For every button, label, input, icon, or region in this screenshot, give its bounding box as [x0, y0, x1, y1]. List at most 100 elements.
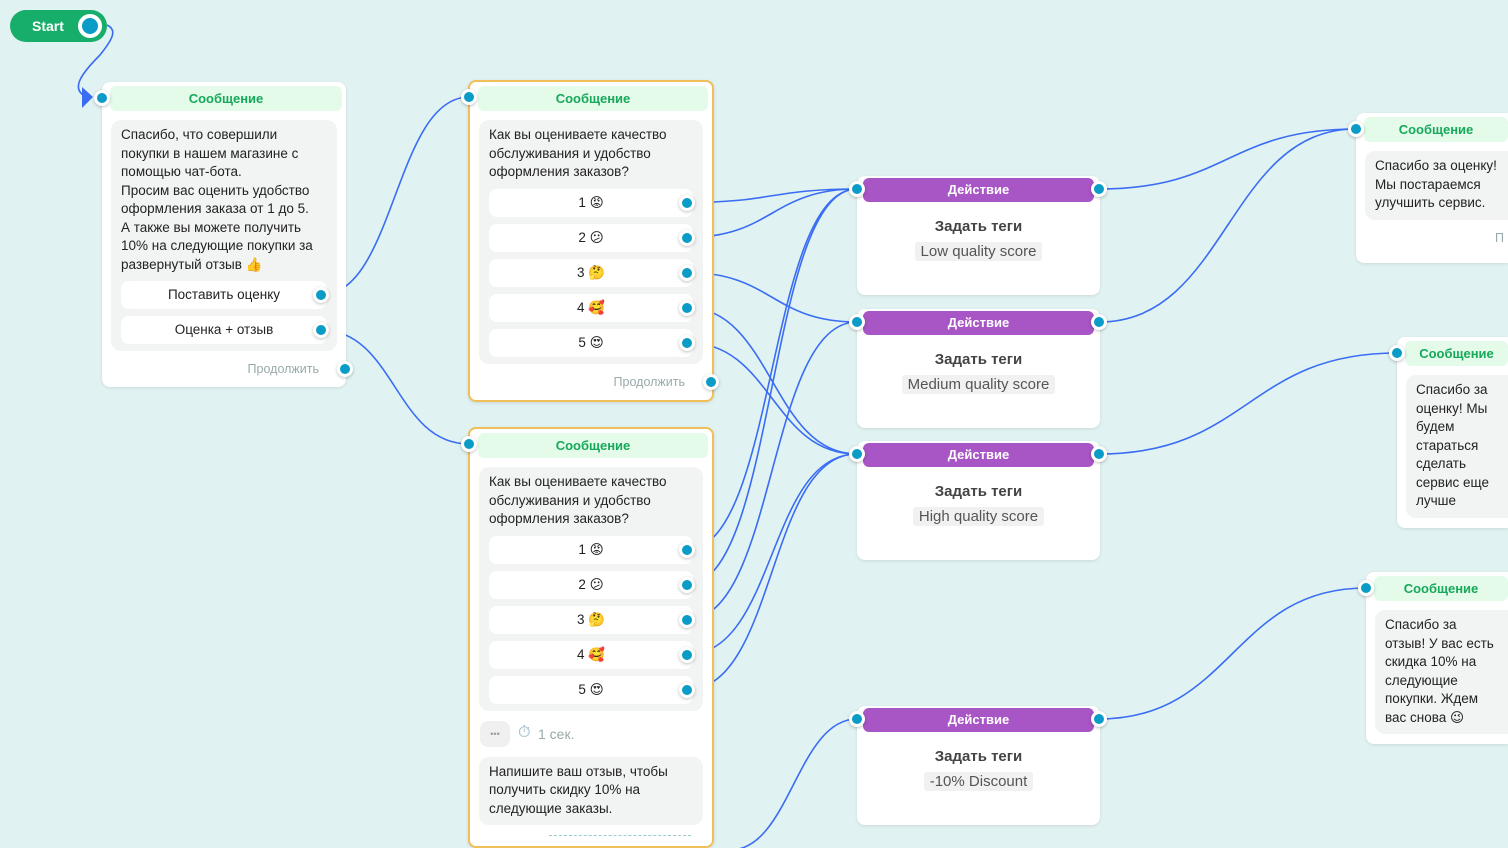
output-connector[interactable]	[679, 576, 695, 593]
rating-option[interactable]: 2 😕	[489, 570, 695, 599]
start-node[interactable]: Start	[10, 10, 107, 42]
message-header: Сообщение	[478, 86, 708, 111]
option-label: 5 😍	[578, 334, 604, 350]
rating-option[interactable]: 5 😍	[489, 328, 695, 357]
more-button[interactable]: •••	[480, 720, 510, 747]
output-connector[interactable]	[679, 611, 695, 628]
continue-label: Продолжить	[613, 374, 685, 389]
output-connector[interactable]	[313, 322, 329, 338]
option-label: 1 😡	[578, 194, 604, 210]
action-node[interactable]: Действие Задать теги High quality score	[849, 441, 1107, 560]
output-connector[interactable]	[679, 681, 695, 698]
input-connector[interactable]	[461, 89, 477, 105]
input-connector[interactable]	[849, 314, 865, 330]
tag-label: -10% Discount	[923, 772, 1034, 791]
message-header: Сообщение	[478, 433, 708, 458]
button-label: Поставить оценку	[167, 287, 281, 302]
input-connector[interactable]	[1389, 345, 1405, 361]
message-node-right[interactable]: Сообщение Спасибо за оценку! Мы будем ст…	[1389, 337, 1508, 528]
input-connector[interactable]	[849, 446, 865, 462]
action-header: Действие	[863, 311, 1094, 335]
rating-option[interactable]: 3 🤔	[489, 605, 695, 634]
message-text-content: Как вы оцениваете качество обслуживания …	[489, 474, 667, 526]
message-text-content: Как вы оцениваете качество обслуживания …	[489, 127, 667, 179]
output-connector[interactable]	[679, 264, 695, 281]
rating-option[interactable]: 2 😕	[489, 223, 695, 252]
input-connector[interactable]	[849, 181, 865, 197]
add-divider	[549, 835, 691, 836]
action-title: Задать теги	[934, 218, 1023, 235]
message-text: Спасибо за оценку! Мы будем стараться сд…	[1406, 375, 1508, 518]
edge	[1098, 128, 1357, 323]
delay-label: 1 сек.	[538, 725, 575, 742]
start-connector[interactable]	[78, 14, 102, 38]
message-text: Спасибо за оценку! Мы постараемся улучши…	[1365, 151, 1508, 220]
edge	[1098, 352, 1398, 455]
start-label: Start	[32, 18, 64, 34]
output-connector[interactable]	[1091, 181, 1107, 197]
message-node-right[interactable]: Сообщение Спасибо за отзыв! У вас есть с…	[1358, 572, 1508, 744]
input-connector[interactable]	[849, 711, 865, 727]
input-connector[interactable]	[1348, 121, 1364, 137]
message-text: Как вы оцениваете качество обслуживания …	[479, 120, 703, 364]
message-node-2[interactable]: Сообщение Как вы оцениваете качество обс…	[461, 80, 719, 402]
output-connector[interactable]	[679, 299, 695, 316]
rating-option[interactable]: 3 🤔	[489, 258, 695, 287]
button-rate[interactable]: Поставить оценку	[121, 281, 329, 309]
message-node-3[interactable]: Сообщение Как вы оцениваете качество обс…	[461, 427, 714, 848]
message-node-1[interactable]: Сообщение Спасибо, что совершили покупки…	[94, 82, 353, 387]
output-connector[interactable]	[679, 334, 695, 351]
action-node[interactable]: Действие Задать теги Medium quality scor…	[849, 309, 1107, 428]
action-header: Действие	[863, 443, 1094, 467]
tag-label: Low quality score	[914, 242, 1043, 261]
output-connector[interactable]	[679, 646, 695, 663]
arrow-head	[82, 87, 93, 108]
message-node-right[interactable]: Сообщение Спасибо за оценку! Мы постарае…	[1348, 113, 1508, 263]
message-header: Сообщение	[1374, 576, 1508, 601]
option-label: 2 😕	[578, 229, 604, 245]
continue-row: Продолжить	[111, 361, 353, 377]
output-connector[interactable]	[1091, 711, 1107, 727]
rating-option[interactable]: 5 😍	[489, 675, 695, 704]
output-connector[interactable]	[1091, 314, 1107, 330]
message-header: Сообщение	[1364, 117, 1508, 142]
option-label: 3 🤔	[576, 264, 606, 280]
continue-connector[interactable]	[337, 361, 353, 377]
tag-label: Medium quality score	[901, 375, 1056, 394]
rating-option[interactable]: 4 🥰	[489, 640, 695, 669]
option-label: 2 😕	[578, 576, 604, 592]
delay-row: ••• ⏱ 1 сек.	[479, 720, 703, 747]
output-connector[interactable]	[1091, 446, 1107, 462]
message-text-content: Напишите ваш отзыв, чтобы получить скидк…	[489, 763, 668, 816]
message-text: Спасибо за отзыв! У вас есть скидка 10% …	[1375, 610, 1508, 734]
action-title: Задать теги	[934, 483, 1023, 500]
output-connector[interactable]	[679, 541, 695, 558]
option-label: 4 🥰	[576, 299, 606, 315]
action-node[interactable]: Действие Задать теги -10% Discount	[849, 706, 1107, 825]
timer-icon: ⏱	[518, 723, 531, 741]
edge	[1098, 128, 1357, 190]
rating-option[interactable]: 1 😡	[489, 535, 695, 564]
message-header: Сообщение	[110, 86, 342, 111]
continue-label: Продолжить	[247, 362, 319, 376]
message-text-content: Спасибо, что совершили покупки в нашем м…	[121, 127, 313, 272]
input-connector[interactable]	[1358, 580, 1374, 596]
continue-row: П	[1365, 230, 1508, 246]
continue-label: П	[1495, 230, 1504, 245]
rating-option[interactable]: 1 😡	[489, 188, 695, 217]
continue-connector[interactable]	[703, 373, 719, 390]
rating-option[interactable]: 4 🥰	[489, 293, 695, 322]
action-node[interactable]: Действие Задать теги Low quality score	[849, 176, 1107, 295]
output-connector[interactable]	[679, 194, 695, 211]
output-connector[interactable]	[313, 287, 329, 303]
message-text-content: Спасибо за оценку! Мы будем стараться сд…	[1416, 382, 1489, 508]
input-connector[interactable]	[94, 90, 110, 106]
option-label: 4 🥰	[576, 646, 606, 662]
input-connector[interactable]	[461, 436, 477, 452]
message-header: Сообщение	[1405, 341, 1508, 366]
output-connector[interactable]	[679, 229, 695, 246]
message-text-content: Спасибо за отзыв! У вас есть скидка 10% …	[1385, 617, 1494, 725]
button-rate-review[interactable]: Оценка + отзыв	[121, 316, 329, 344]
message-text-2: Напишите ваш отзыв, чтобы получить скидк…	[479, 756, 703, 825]
button-label: Оценка + отзыв	[174, 322, 274, 337]
